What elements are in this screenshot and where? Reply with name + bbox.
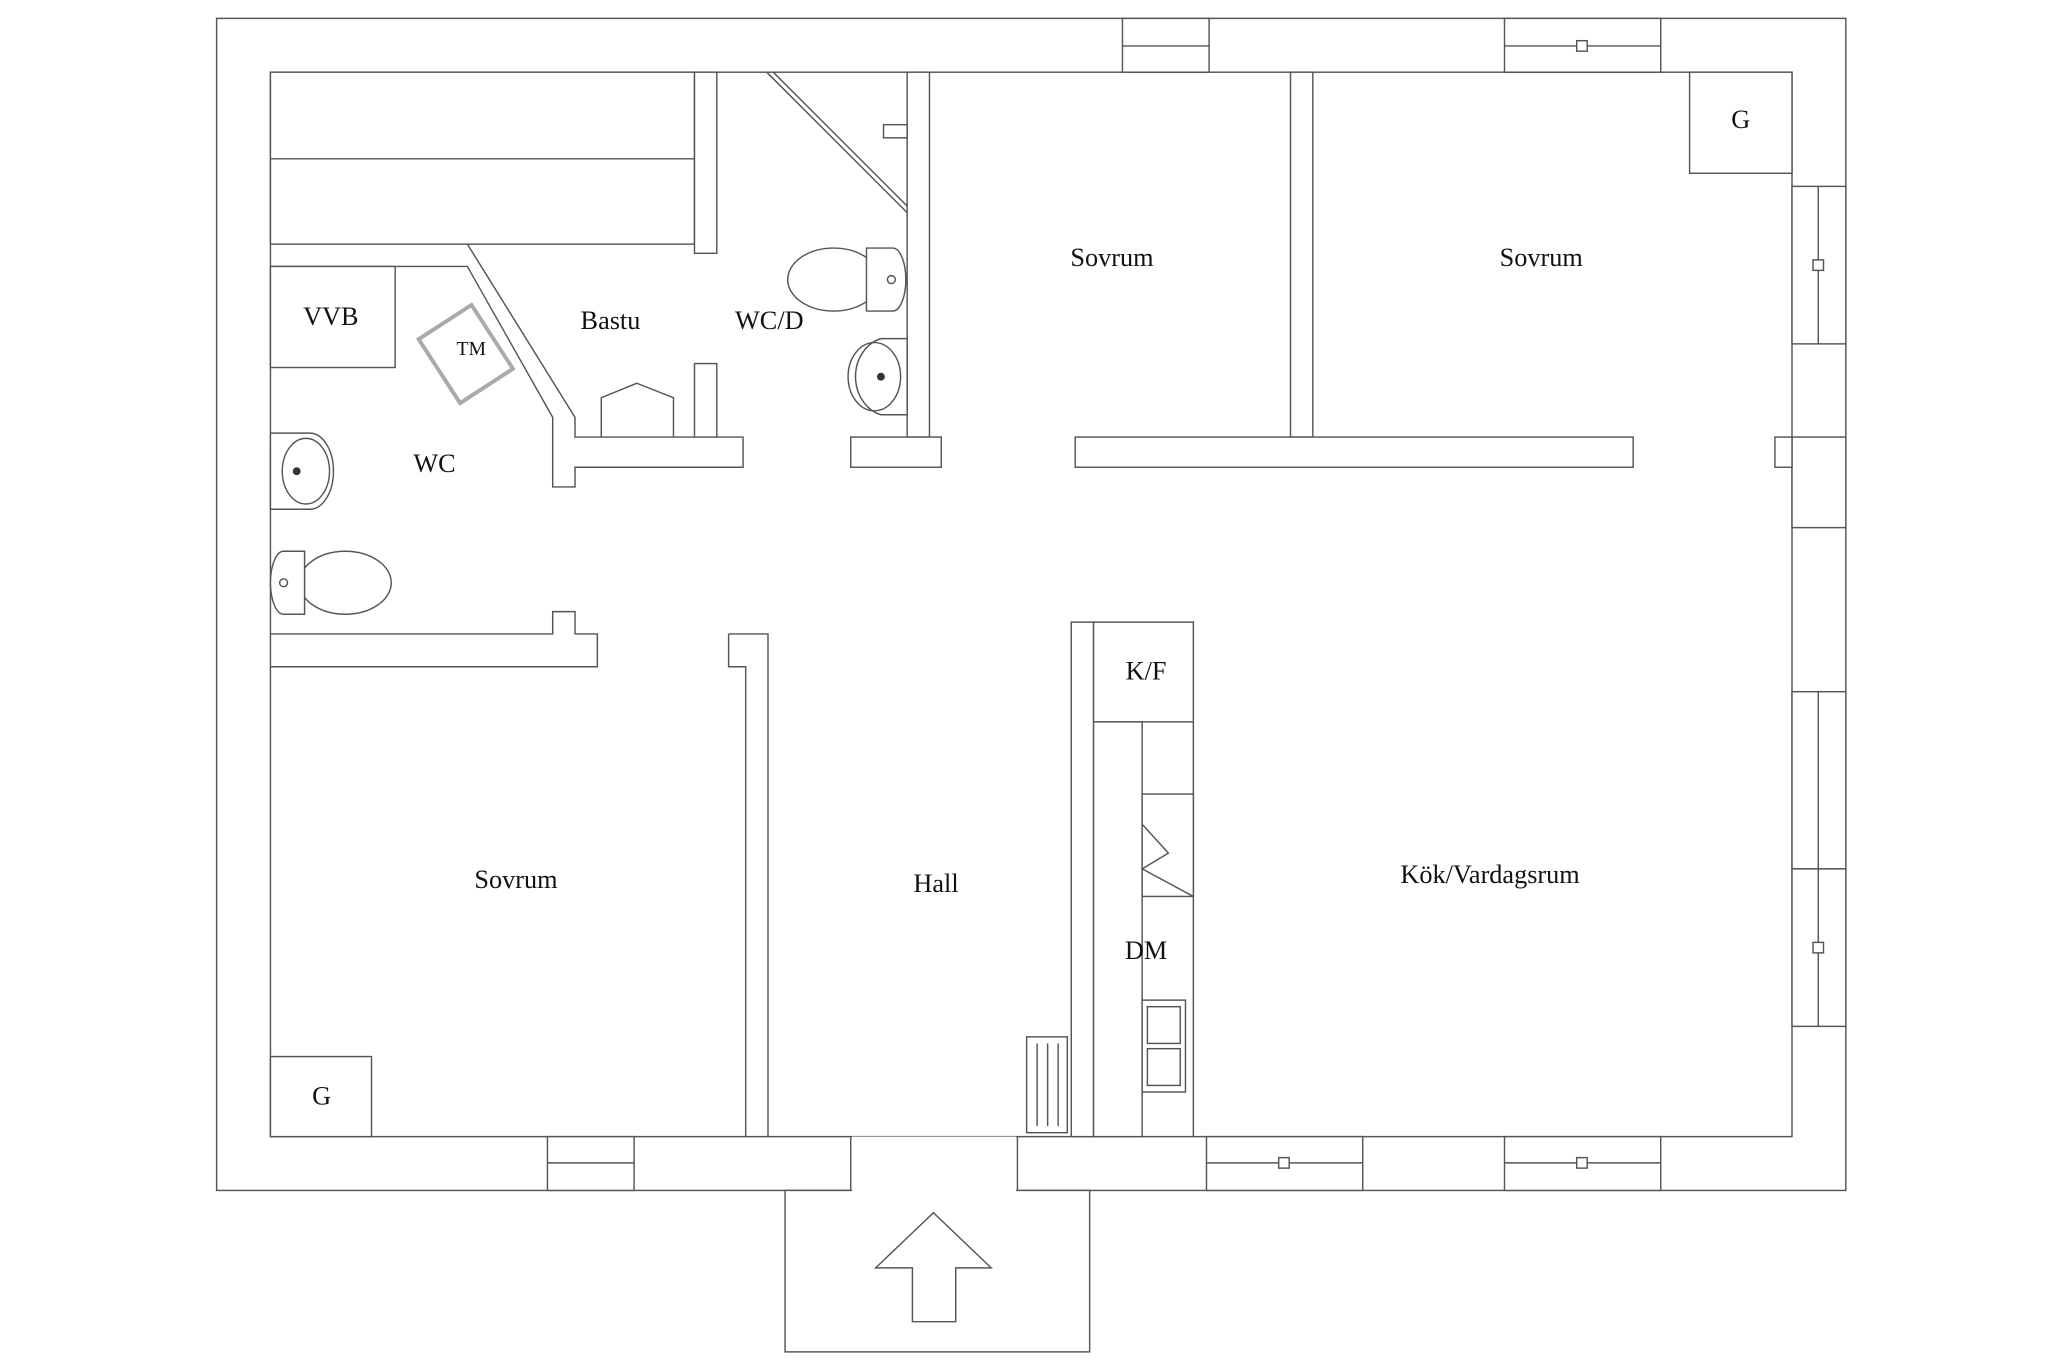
washing-machine-icon	[415, 302, 516, 406]
room-label-bedroom-3: Sovrum	[474, 865, 558, 894]
shower-head-icon	[882, 123, 908, 139]
toilet-icon	[786, 247, 907, 312]
arrow-up-icon	[873, 1211, 993, 1323]
room-label-bedroom-1: Sovrum	[1070, 243, 1154, 272]
fixtures	[269, 123, 908, 615]
label-dishwasher: DM	[1125, 936, 1167, 965]
room-label-bedroom-2: Sovrum	[1500, 243, 1584, 272]
room-label-sauna: Bastu	[581, 306, 641, 335]
label-washing-machine: TM	[457, 338, 487, 360]
front-door-opening	[852, 1136, 1017, 1192]
sink-icon	[847, 337, 908, 416]
label-wardrobe-1: G	[1731, 105, 1750, 134]
label-wardrobe-2: G	[312, 1082, 331, 1111]
room-label-kitchen-living: Kök/Vardagsrum	[1400, 860, 1580, 889]
room-label-wc: WC	[413, 449, 455, 478]
label-water-heater: VVB	[303, 302, 358, 331]
room-label-hall: Hall	[913, 869, 958, 898]
windows	[546, 17, 1847, 1192]
inner-wall-outline	[269, 71, 1793, 1138]
label-fridge-freezer: K/F	[1126, 656, 1167, 685]
toilet-icon	[269, 550, 392, 615]
sink-icon	[269, 432, 335, 510]
room-label-wc-shower: WC/D	[735, 306, 804, 335]
interior-walls	[269, 71, 1793, 1138]
